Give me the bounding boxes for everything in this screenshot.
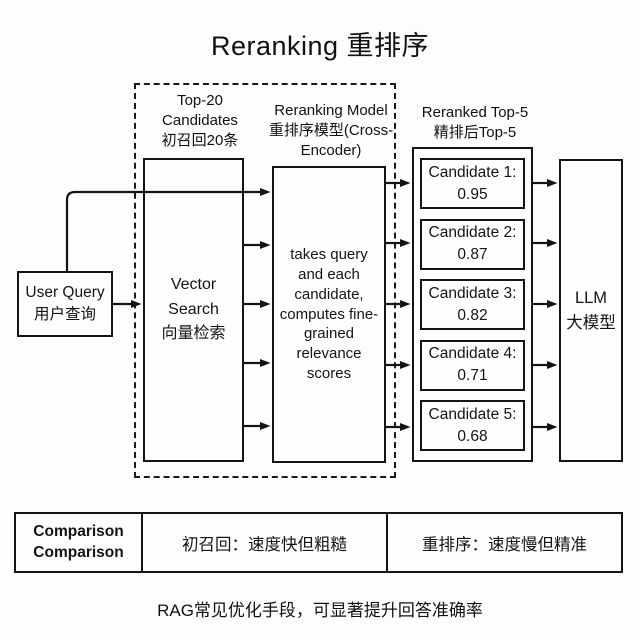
llm-box: LLM 大模型 [559,159,623,462]
reranked-top5-label: Reranked Top-5 精排后Top-5 [421,104,529,141]
candidate-label: Candidate 4: [428,345,517,363]
comparison-table: Comparison Comparison 初召回：速度快但粗糙 重排序：速度慢… [14,512,623,573]
candidate-score: 0.87 [457,246,488,263]
candidate-box-5: Candidate 5: 0.68 [420,400,525,451]
user-query-box: User Query 用户查询 [17,271,113,337]
candidate-score: 0.95 [457,185,488,203]
candidate-score: 0.82 [457,306,488,324]
recall-comparison-cell: 初召回：速度快但粗糙 [143,514,388,571]
recall-stage-dashed-group [134,83,396,478]
reranked-candidates-container: Candidate 1: 0.95 Candidate 2: 0.87 Cand… [412,147,533,462]
candidate-box-2: Candidate 2: 0.87 [420,218,525,270]
candidate-label: Candidate 1: [428,163,517,181]
candidate-box-4: Candidate 4: 0.71 [420,339,525,391]
rerank-comparison-cell: 重排序：速度慢但精准 [422,535,587,554]
page-title: Reranking 重排序 [210,31,430,61]
reranking-model-box: takes query and each candidate, computes… [272,166,386,463]
candidate-box-3: Candidate 3: 0.82 [420,279,525,330]
candidate-box-1: Candidate 1: 0.95 [420,158,525,209]
vector-search-box: Vector Search 向量检索 [143,158,244,462]
candidate-score: 0.71 [457,367,488,384]
comparison-header-cell: Comparison Comparison [16,514,143,571]
top20-candidates-label: Top-20 Candidates 初召回20条 [161,92,239,149]
candidate-score: 0.68 [457,427,488,445]
candidate-label: Candidate 5: [428,405,517,423]
candidate-label: Candidate 3: [428,284,517,302]
footer-caption: RAG常见优化手段，可显著提升回答准确率 [157,601,483,620]
candidate-label: Candidate 2: [428,224,517,242]
reranking-model-label: Reranking Model 重排序模型(Cross- Encoder) [268,102,394,159]
